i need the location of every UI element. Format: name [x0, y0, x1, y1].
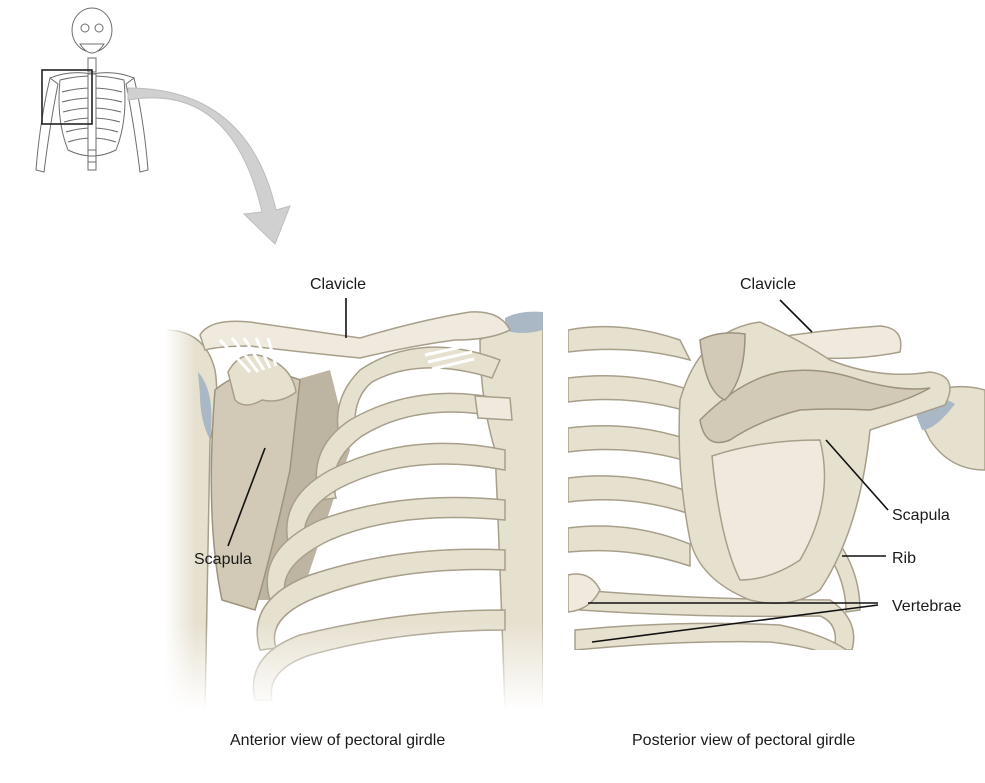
scapula-leader-anterior [227, 447, 266, 547]
anterior-caption: Anterior view of pectoral girdle [230, 732, 445, 749]
posterior-caption: Posterior view of pectoral girdle [632, 732, 855, 749]
clavicle-leader-posterior [779, 299, 813, 333]
scapula-label-anterior: Scapula [194, 551, 252, 568]
clavicle-label-posterior: Clavicle [740, 276, 796, 293]
clavicle-label-anterior: Clavicle [310, 276, 366, 293]
posterior-view: Clavicle Scapula Rib Vertebrae Posterior… [568, 276, 985, 749]
rib-label-posterior: Rib [892, 550, 916, 567]
scapula-label-posterior: Scapula [892, 507, 950, 524]
vertebrae-leader-2 [591, 604, 879, 643]
scapula-leader-posterior [825, 439, 889, 511]
zoom-arrow [127, 87, 291, 245]
anterior-view: Clavicle Scapula Anterior view of pector… [165, 276, 543, 749]
skeleton-overview [35, 7, 149, 173]
vertebrae-label-posterior: Vertebrae [892, 598, 961, 615]
